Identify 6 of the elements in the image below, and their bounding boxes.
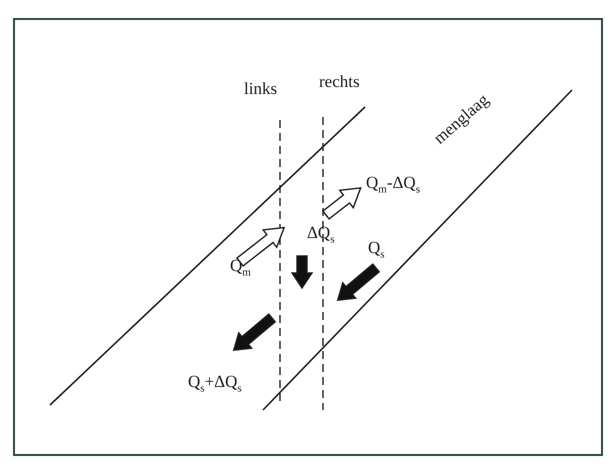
flow-label: Q$_{m}$-ΔQ$_{s}$	[366, 174, 420, 196]
flow-label: Q$_{s}$+ΔQ$_{s}$	[188, 373, 242, 394]
region-label: links	[244, 80, 278, 97]
region-label: rechts	[319, 73, 360, 90]
flow-label: Q$_{s}$	[368, 239, 385, 260]
flow-label: ΔQ$_{s}$	[307, 224, 334, 246]
